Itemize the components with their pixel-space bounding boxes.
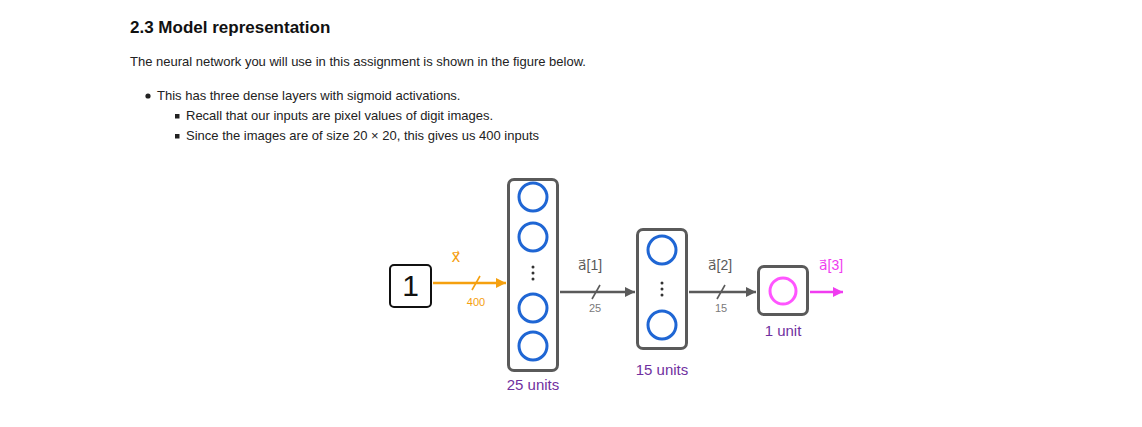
layer-box: 15 units	[636, 228, 688, 350]
layer-connector	[689, 291, 756, 294]
activation-label: a⃗[2]	[707, 257, 733, 274]
layer-box: 25 units	[507, 178, 559, 372]
bullet-text: Recall that our inputs are pixel values …	[186, 108, 493, 124]
layer-size-label: 1 unit	[765, 322, 802, 340]
neuron-circle	[519, 183, 547, 211]
layer-connector	[433, 282, 506, 285]
layer-connector	[560, 291, 635, 294]
section-heading: 2.3 Model representation	[130, 18, 330, 38]
layer-box: 1 unit	[757, 265, 809, 316]
neuron-circle	[519, 223, 547, 251]
digit-glyph: 1	[402, 271, 419, 301]
activation-label: a⃗[1]	[577, 257, 603, 274]
neuron-circle	[519, 294, 547, 322]
activation-label: x⃗	[451, 248, 462, 266]
neuron-circle	[648, 311, 676, 339]
neuron-circle	[519, 332, 547, 360]
ellipsis-dot	[661, 294, 664, 297]
layer-size-label: 15 units	[636, 361, 689, 379]
neuron-circle	[648, 236, 676, 264]
bullet-text: Since the images are of size 20 × 20, th…	[186, 128, 539, 144]
output-arrow	[810, 291, 843, 294]
activation-label: a⃗[3]	[819, 257, 843, 274]
neuron-column	[639, 231, 685, 347]
dimension-label: 25	[589, 302, 601, 315]
neuron-column	[510, 181, 556, 369]
bullet-text: This has three dense layers with sigmoid…	[157, 88, 460, 104]
neuron-circle	[770, 278, 796, 304]
ellipsis-dot	[532, 278, 535, 281]
bullet-square	[175, 134, 180, 139]
dimension-label: 400	[467, 296, 485, 309]
neuron-column	[760, 268, 806, 313]
ellipsis-dot	[661, 288, 664, 291]
ellipsis-dot	[532, 272, 535, 275]
bullet-dot	[145, 93, 150, 98]
ellipsis-dot	[532, 266, 535, 269]
ellipsis-dot	[661, 282, 664, 285]
dimension-label: 15	[715, 302, 727, 315]
paragraph-text: The neural network you will use in this …	[130, 54, 586, 70]
input-digit-box: 1	[389, 264, 432, 308]
bullet-square	[175, 114, 180, 119]
layer-size-label: 25 units	[507, 376, 560, 394]
